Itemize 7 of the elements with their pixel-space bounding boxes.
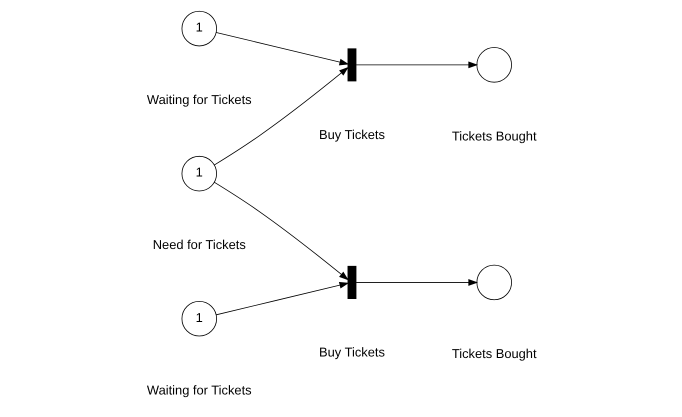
node-label: Waiting for Tickets [146,382,252,398]
node-label: Waiting for Tickets [146,92,252,108]
node-label: Need for Tickets [152,237,246,252]
node-label: Tickets Bought [451,128,536,144]
node-label: Buy Tickets [318,344,384,360]
node-label: Buy Tickets [318,126,384,142]
node-label: Tickets Bought [451,346,536,362]
